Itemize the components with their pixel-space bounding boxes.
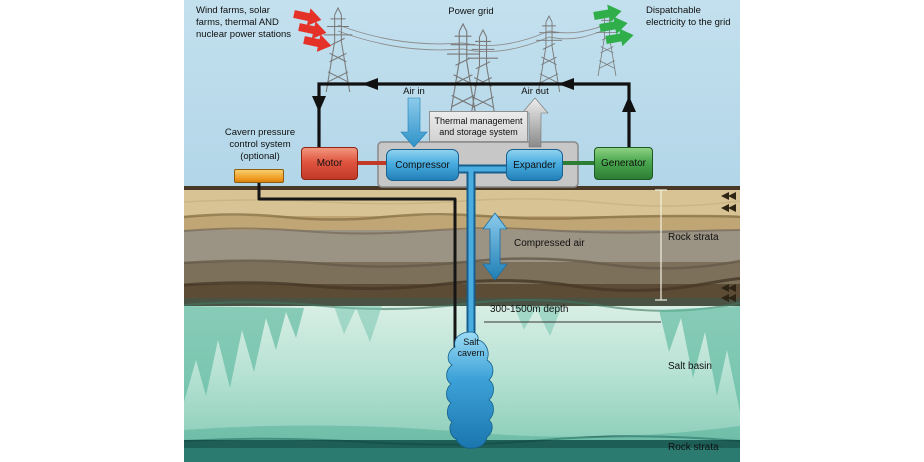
depth-label: 300-1500m depth [490, 304, 569, 315]
thermal-management-box: Thermal management and storage system [429, 111, 528, 142]
flow-down-arrow-icon [312, 96, 326, 112]
compressor-label: Compressor [395, 159, 450, 171]
electric-flow-arrows [312, 78, 636, 112]
electric-circuit-lines [317, 82, 631, 147]
flow-left-arrow-icon [362, 78, 378, 90]
rock-strata-lower-label: Rock strata [668, 442, 719, 453]
rock-strata-bracket [655, 189, 667, 301]
layer-marker-chevrons-icon [721, 192, 736, 302]
compressed-air-double-arrow-icon [482, 212, 508, 281]
generator-unit: Generator [594, 147, 653, 180]
salt-basin-label: Salt basin [668, 361, 712, 372]
rock-strata-bands [184, 186, 740, 306]
thermal-management-label: Thermal management and storage system [434, 115, 523, 137]
flow-left-arrow-icon [558, 78, 574, 90]
expander-unit: Expander [506, 149, 563, 181]
flow-up-arrow-icon [622, 96, 636, 112]
compressor-unit: Compressor [386, 149, 459, 181]
air-out-label: Air out [521, 86, 549, 97]
diagram-area: Thermal management and storage system Mo… [184, 0, 740, 462]
dispatchable-electricity-label: Dispatchable electricity to the grid [646, 5, 731, 28]
power-grid-label: Power grid [448, 6, 494, 17]
compressed-air-label: Compressed air [514, 238, 585, 249]
rock-strata-upper-label: Rock strata [668, 232, 719, 243]
energy-sources-label: Wind farms, solar farms, thermal AND nuc… [196, 5, 292, 40]
salt-cavern-shape [446, 331, 494, 449]
compressed-air-pipe [454, 164, 511, 343]
expander-label: Expander [513, 159, 556, 171]
air-in-arrow-icon [400, 97, 428, 148]
generator-label: Generator [600, 158, 647, 169]
motor-unit: Motor [301, 147, 358, 180]
cavern-pressure-control-box [234, 169, 284, 183]
cavern-pressure-control-label: Cavern pressure control system (optional… [224, 127, 296, 162]
labels-overlay: Thermal management and storage system Mo… [184, 0, 740, 462]
air-in-label: Air in [403, 86, 425, 97]
motor-label: Motor [316, 158, 343, 169]
salt-cavern-label: Salt cavern [457, 337, 485, 359]
